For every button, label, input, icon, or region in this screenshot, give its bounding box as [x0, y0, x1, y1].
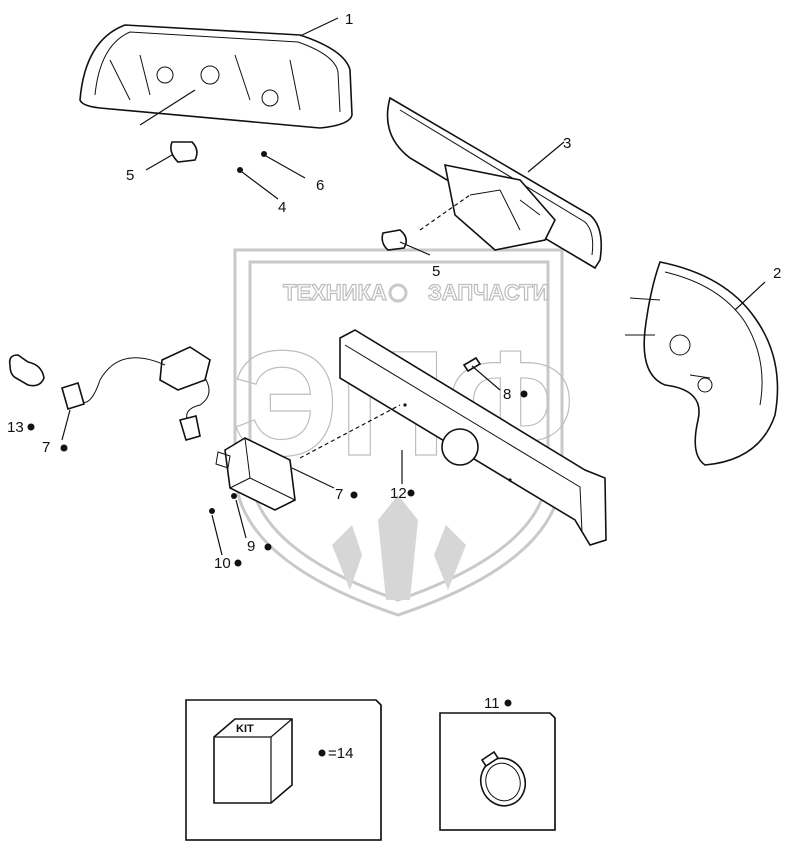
flasher-unit-7 — [215, 437, 296, 511]
callout-label-9: 9 — [247, 538, 255, 555]
callout-label-10: 10 — [214, 555, 231, 572]
hardware-dot-10 — [209, 508, 215, 514]
callout-label-4: 4 — [278, 199, 286, 216]
callout-dot-7-left — [60, 444, 68, 452]
callout-label-12: 12 — [390, 485, 407, 502]
hardware-dot-9 — [231, 493, 237, 499]
lamp-assembly-3 — [386, 96, 603, 270]
callout-dot-12 — [407, 489, 415, 497]
kit-legend-dot — [318, 749, 326, 757]
watermark-text-left: ТЕХНИКА — [283, 280, 387, 305]
bulb-5-upper — [170, 141, 198, 163]
callout-label-13: 13 — [7, 419, 24, 436]
lamp-assembly-2 — [625, 261, 779, 466]
callout-label-6: 6 — [316, 177, 324, 194]
callout-label-8: 8 — [503, 386, 511, 403]
callout-dot-10 — [234, 559, 242, 567]
kit-cube-label: KIT — [236, 723, 254, 735]
watermark-gear-icon — [388, 283, 408, 303]
hardware-dot-6 — [261, 151, 267, 157]
callout-label-1: 1 — [345, 11, 353, 28]
lamp-assembly-1 — [79, 24, 353, 129]
callout-label-5-upper: 5 — [126, 167, 134, 184]
wiring-harness-7 — [61, 346, 211, 441]
callouts: 1 2 3 4 5 5 6 7 7 8 9 10 11 12 13 — [7, 11, 781, 712]
kit-cube-icon — [213, 718, 293, 804]
bulb-13 — [8, 354, 45, 387]
hardware-dot-4 — [237, 167, 243, 173]
kit-legend-box: KIT =14 — [185, 699, 382, 841]
callout-label-11: 11 — [484, 695, 500, 712]
callout-label-3: 3 — [563, 135, 571, 152]
callout-label-5-lower: 5 — [432, 263, 440, 280]
clamp-box-11 — [439, 712, 556, 831]
callout-dot-11 — [504, 699, 512, 707]
callout-dot-7-right — [350, 491, 358, 499]
watermark-text-right: ЗАПЧАСТИ — [428, 280, 549, 305]
screw-8 — [462, 356, 482, 373]
kit-legend-text: =14 — [328, 745, 353, 762]
callout-dot-8 — [520, 390, 528, 398]
watermark-wheat-icon — [332, 495, 466, 600]
callout-label-7-right: 7 — [335, 486, 343, 503]
callout-label-7-left: 7 — [42, 439, 50, 456]
leader-lines — [61, 17, 766, 556]
callout-dot-9 — [264, 543, 272, 551]
bracket-12 — [339, 329, 607, 546]
callout-label-2: 2 — [773, 265, 781, 282]
callout-dot-13 — [27, 423, 35, 431]
bulb-5-lower — [381, 229, 408, 251]
